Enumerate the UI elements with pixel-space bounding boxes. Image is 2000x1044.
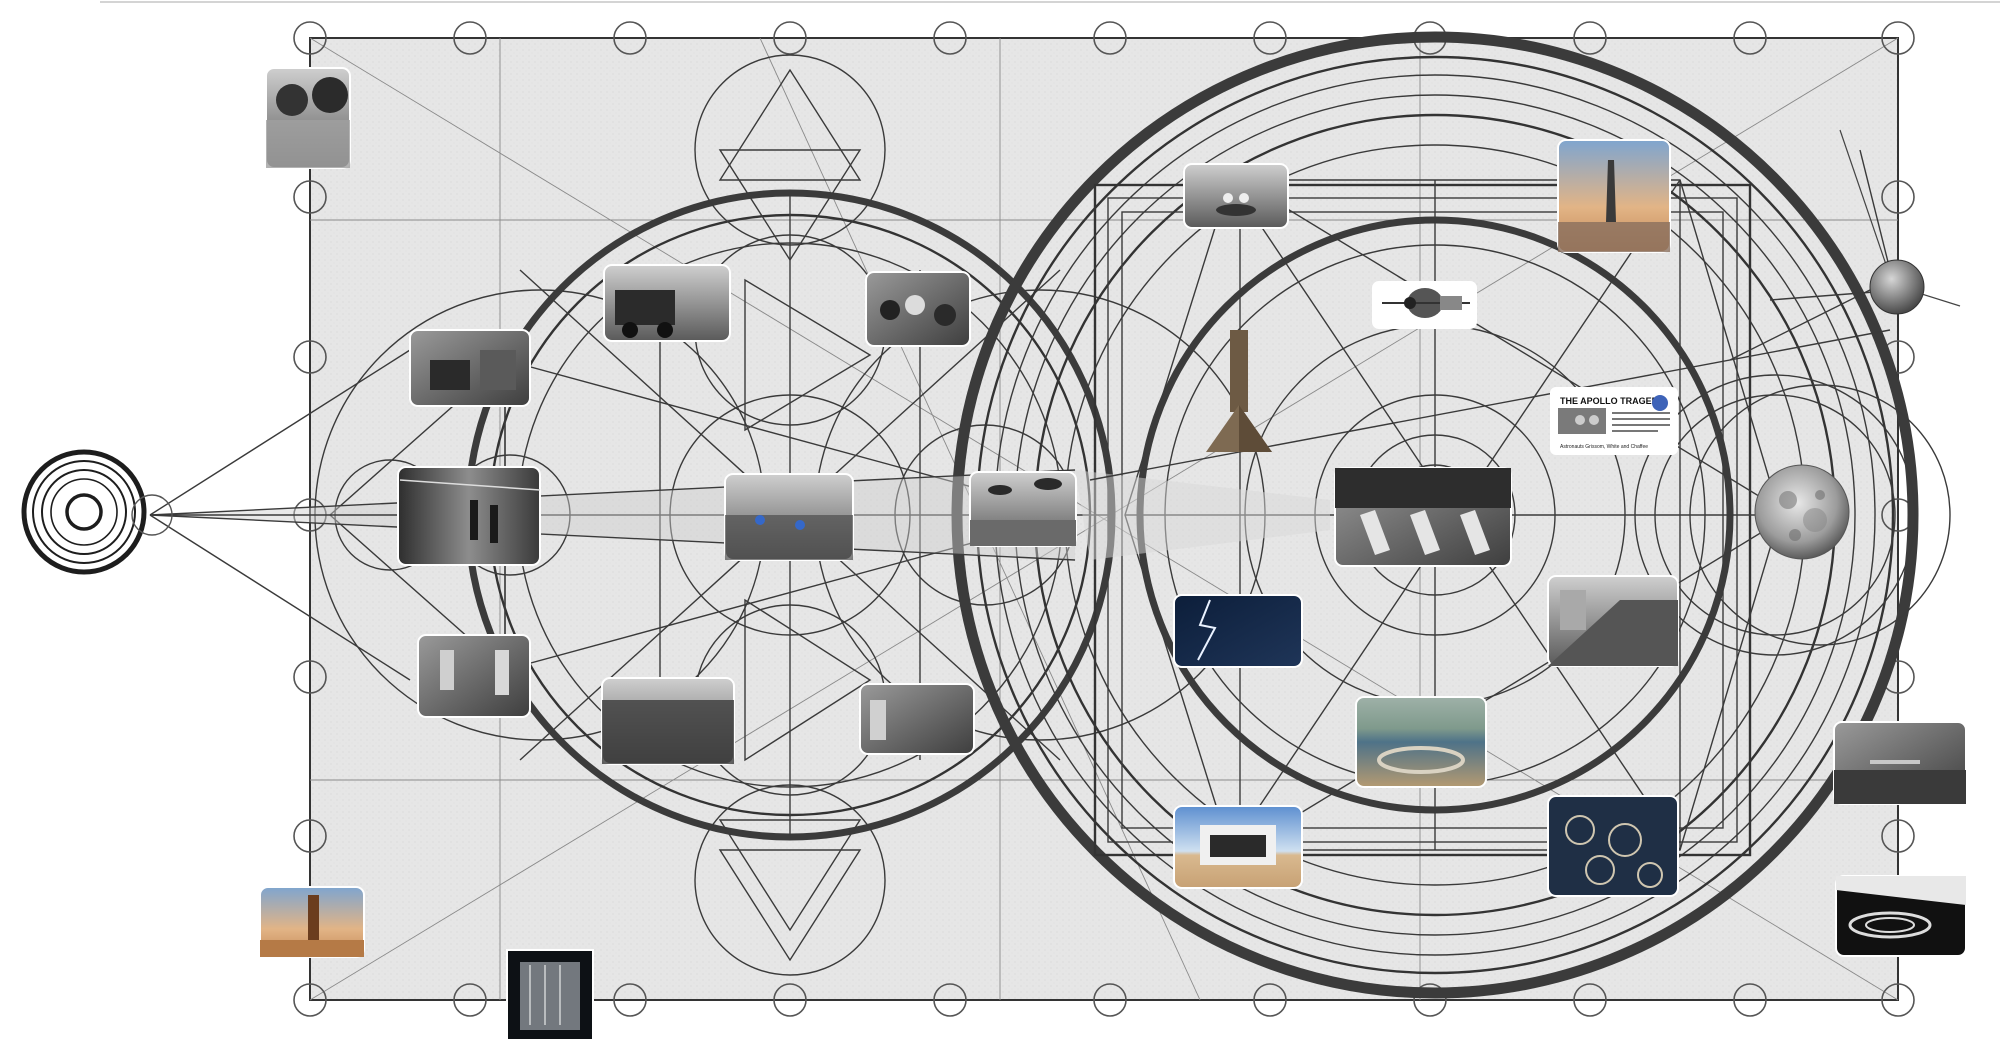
plaque-subtitle: Astronauts Grissom, White and Chaffee: [1560, 444, 1648, 450]
photo-officers-desk: [417, 634, 531, 718]
grid-pin: [773, 983, 807, 1017]
photo-seated-crowd: [601, 677, 735, 765]
grid-pin: [1253, 21, 1287, 55]
target-rings-icon: [21, 449, 173, 575]
grid-pin: [1573, 21, 1607, 55]
photo-helicopters: [969, 471, 1077, 547]
grid-pin: [1733, 983, 1767, 1017]
photo-soldiers-boxes: [409, 329, 531, 407]
photo-park-trees: [265, 67, 351, 169]
photo-washington-monument: [1557, 139, 1671, 253]
grid-pin: [293, 983, 327, 1017]
grid-pin: [613, 21, 647, 55]
grid-pin: [293, 180, 327, 214]
photo-tilted-slabs: [1334, 467, 1512, 567]
grid-pin: [933, 21, 967, 55]
pyramid-monument-icon: [1206, 330, 1272, 452]
photo-pond-ring: [1355, 696, 1487, 788]
photo-family-group: [859, 683, 975, 755]
photo-desert-pillar: [259, 886, 365, 958]
grid-pin: [1881, 21, 1915, 55]
grid-pin: [293, 660, 327, 694]
photo-wire-sculpture: [1547, 795, 1679, 897]
photo-canal-street: [1547, 575, 1679, 667]
grid-pin: [1881, 983, 1915, 1017]
photo-march-crowd: [724, 473, 854, 561]
grid-pin: [1573, 983, 1607, 1017]
photo-stormy-horizon: [1833, 721, 1967, 805]
grid-pin: [933, 983, 967, 1017]
photo-concrete-window: [1173, 805, 1303, 889]
grid-pin: [1093, 21, 1127, 55]
satellite-icon: [1839, 129, 1961, 315]
grid-pin: [293, 21, 327, 55]
grid-pin: [293, 819, 327, 853]
grid-pin: [1733, 21, 1767, 55]
grid-pin: [613, 983, 647, 1017]
grid-pin: [1881, 819, 1915, 853]
grid-pin: [453, 983, 487, 1017]
photo-barbed-wire-soldiers: [397, 466, 541, 566]
photo-cheering-crowd: [865, 271, 971, 347]
grid-pin: [1881, 180, 1915, 214]
photo-collage: THE APOLLO TRAGEDY Astronauts Grissom, W…: [259, 67, 1967, 1041]
grid-pin: [1413, 983, 1447, 1017]
photo-glass-box: [506, 949, 594, 1041]
grid-pin: [1093, 983, 1127, 1017]
photo-apollo-plaque: THE APOLLO TRAGEDY Astronauts Grissom, W…: [1550, 387, 1678, 455]
frame: [309, 37, 1899, 1001]
photo-astronaut-boat: [1183, 163, 1289, 229]
spacecraft-icon: [1372, 281, 1477, 329]
photo-lightning-night: [1173, 594, 1303, 668]
grid-pin: [453, 21, 487, 55]
grid-pin: [1253, 983, 1287, 1017]
grid-pin: [773, 21, 807, 55]
photo-jeep-convoy: [603, 264, 731, 342]
grid-pin: [293, 340, 327, 374]
photo-spiral-jetty: [1835, 875, 1967, 957]
plaque-title: THE APOLLO TRAGEDY: [1560, 396, 1664, 406]
moon-icon: [1754, 464, 1850, 560]
